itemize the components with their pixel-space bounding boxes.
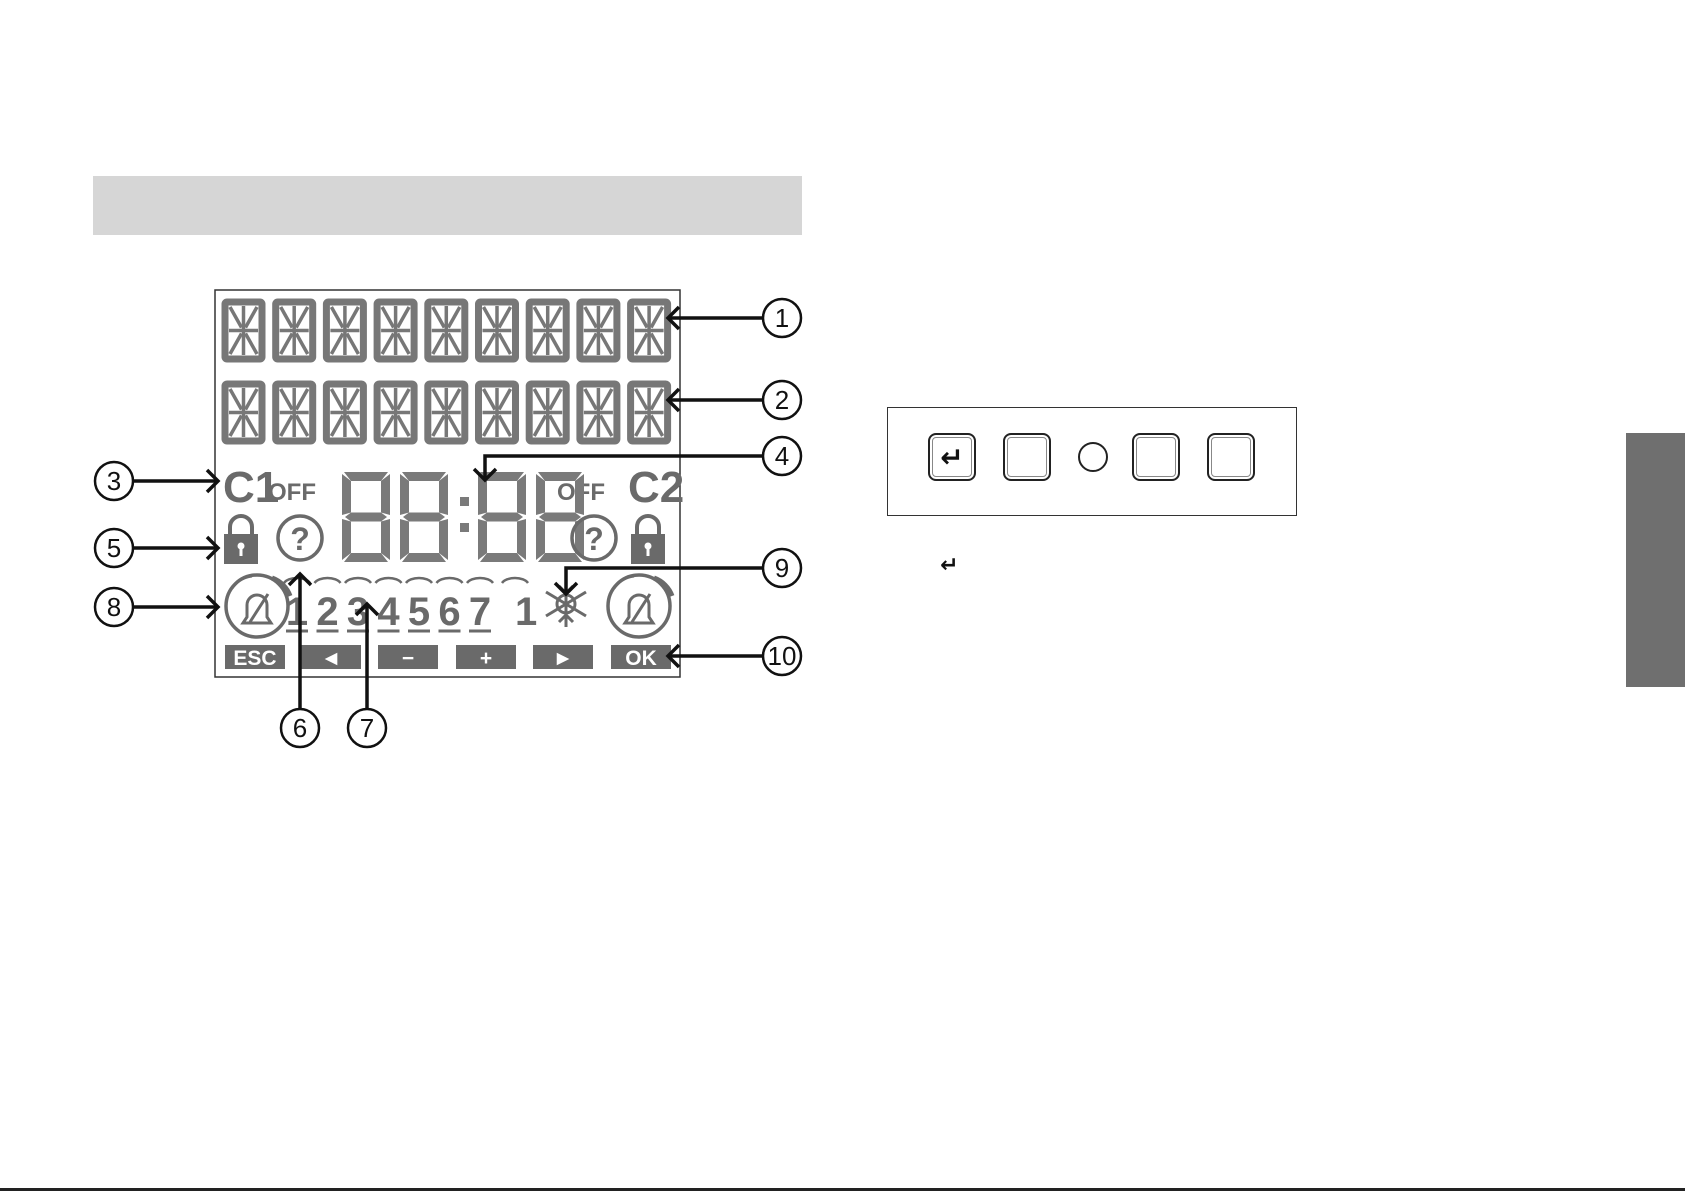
callout-number: 7 [360,713,374,743]
clock-colon-dot [460,497,469,506]
weekday-1: 1 [286,590,308,634]
status-led-icon [1078,442,1108,472]
lcd-char-cell [631,302,668,359]
lcd-softkey-label: OK [625,647,657,670]
callout-number: 8 [107,592,121,622]
callout-number: 1 [775,303,789,333]
lcd-char-cell [631,384,668,441]
lcd-softkey: ESC [225,645,285,670]
lcd-char-cell [326,384,363,441]
callout-2: 2 [668,381,801,419]
callout-number: 10 [768,641,797,671]
weekday-2: 2 [316,590,338,634]
weekday-6: 6 [438,590,460,634]
lcd-char-cell [529,302,566,359]
weekday-7: 7 [469,590,491,634]
callout-1: 1 [668,299,801,337]
svg-text:?: ? [290,521,310,557]
lcd-char-cell [225,384,262,441]
weekday-4: 4 [377,590,400,634]
lcd-softkey-label: ► [553,647,574,670]
channel-left-state: OFF [268,479,316,506]
callout-number: 9 [775,553,789,583]
callout-8: 8 [95,588,218,626]
lcd-softkey: + [456,645,516,670]
weekday-extra: 1 [515,590,537,634]
svg-text:?: ? [584,521,604,557]
callout-5: 5 [95,529,218,567]
lcd-char-cell [529,384,566,441]
lcd-char-cell [479,302,516,359]
key-2-button[interactable] [1003,433,1051,481]
key-4-button[interactable] [1207,433,1255,481]
lcd-char-cell [276,384,313,441]
weekday-5: 5 [408,590,430,634]
enter-icon: ↵ [930,435,974,479]
lcd-softkey: ◄ [301,645,361,670]
lcd-softkey: OK [611,645,671,670]
channel-right-label: C2 [628,463,684,512]
lcd-char-cell [326,302,363,359]
lcd-char-cell [377,302,414,359]
lcd-softkey: ► [533,645,593,670]
lcd-char-cell [580,384,617,441]
lcd-char-cell [428,384,465,441]
lcd-softkey-label: ◄ [321,647,342,670]
lcd-char-cell [276,302,313,359]
callout-3: 3 [95,462,218,500]
lcd-char-cell [225,302,262,359]
lcd-softkey-label: ESC [233,647,276,670]
callout-number: 3 [107,466,121,496]
keypad-panel: ↵ [887,407,1297,516]
enter-button[interactable]: ↵ [928,433,976,481]
callout-10: 10 [668,637,801,675]
clock-colon-dot [460,523,469,532]
callout-number: 4 [775,441,789,471]
lcd-softkey-label: + [480,647,492,670]
lcd-char-cell [377,384,414,441]
lcd-char-cell [479,384,516,441]
lcd-char-cell [580,302,617,359]
callout-number: 5 [107,533,121,563]
callout-number: 2 [775,385,789,415]
callout-number: 6 [293,713,307,743]
key-3-button[interactable] [1132,433,1180,481]
lcd-softkey: − [378,645,438,670]
lcd-char-cell [428,302,465,359]
enter-symbol-note: ↵ [940,553,958,578]
lcd-softkey-label: − [402,647,414,670]
